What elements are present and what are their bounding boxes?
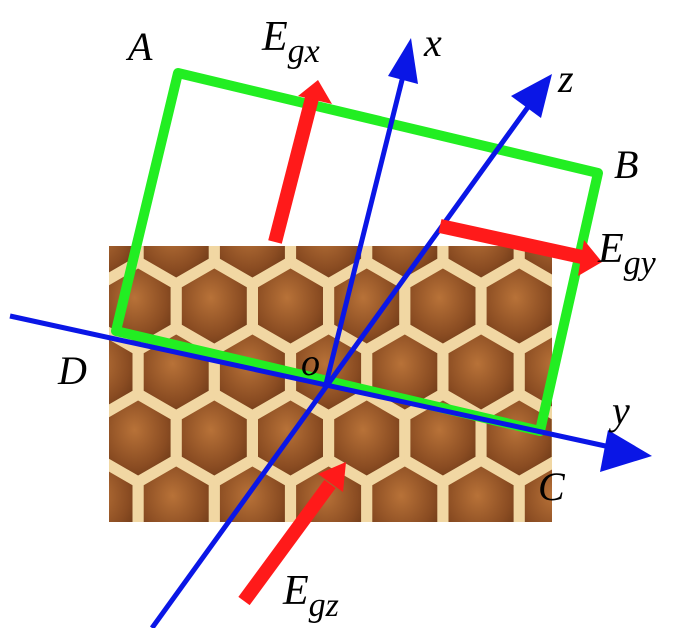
- honeycomb-cell: [109, 246, 139, 280]
- honeycomb-cell: [518, 462, 552, 522]
- honeycomb-cell: [290, 246, 368, 285]
- vertex-label-c: C: [538, 464, 566, 509]
- honeycomb-cell: [484, 529, 555, 611]
- honeycomb-cell: [331, 529, 402, 611]
- honeycomb-cell: [480, 261, 552, 351]
- honeycomb-cell: [366, 459, 444, 522]
- honeycomb-cell: [109, 393, 177, 483]
- honeycomb-cell: [328, 393, 406, 483]
- axis-label-x: x: [423, 20, 442, 65]
- honeycomb-cell: [598, 331, 669, 413]
- honeycomb-cell: [175, 393, 253, 483]
- honeycomb-cell: [404, 393, 482, 483]
- vertex-label-d: D: [57, 348, 87, 393]
- honeycomb-cell: [442, 246, 520, 285]
- arrow-egy: [438, 219, 602, 276]
- honeycomb-cell: [137, 459, 215, 522]
- axis-y: [9, 313, 652, 472]
- honeycomb-cell: [109, 464, 139, 522]
- axis-label-z: z: [557, 56, 574, 101]
- field-label-egz: Egz: [282, 568, 339, 624]
- axis-label-y: y: [608, 388, 630, 433]
- axis-x: [322, 38, 418, 389]
- honeycomb-cell: [636, 529, 685, 611]
- honeycomb-cell: [109, 332, 139, 412]
- field-label-egz-sub: gz: [309, 587, 339, 624]
- field-label-egx-sub: gx: [288, 33, 320, 70]
- field-label-egy-base: E: [597, 226, 624, 272]
- honeycomb-cell: [636, 397, 685, 479]
- vertex-label-b: B: [614, 142, 638, 187]
- vertex-label-a: A: [125, 24, 153, 69]
- honeycomb-cell: [560, 529, 631, 611]
- honeycomb-cell: [252, 261, 329, 351]
- honeycomb-cell: [442, 459, 520, 522]
- honeycomb-cell: [442, 327, 520, 417]
- field-label-egz-base: E: [282, 568, 309, 614]
- axis-z: [149, 74, 552, 628]
- honeycomb-cell: [137, 246, 215, 285]
- honeycomb-cell: [407, 529, 478, 611]
- honeycomb-cell: [213, 246, 291, 285]
- arrow-egz: [238, 462, 346, 606]
- arrow-egx: [268, 80, 332, 244]
- field-label-egy: Egy: [597, 226, 657, 282]
- field-label-egx-base: E: [261, 14, 288, 60]
- field-label-egx: Egx: [261, 14, 320, 70]
- honeycomb-cell: [598, 463, 669, 545]
- field-label-egy-sub: gy: [624, 245, 657, 282]
- origin-label: o: [301, 342, 320, 384]
- honeycomb-cell: [213, 327, 291, 417]
- honeycomb-cell: [213, 459, 291, 522]
- honeycomb-cell: [175, 261, 253, 351]
- honeycomb-cell: [103, 529, 174, 611]
- honeycomb-cell: [404, 261, 482, 351]
